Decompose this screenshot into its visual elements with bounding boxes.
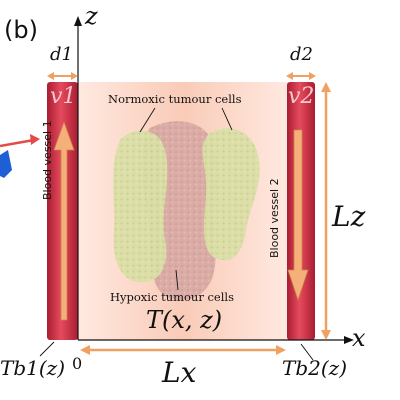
v1-label: v1 xyxy=(50,84,77,109)
tb2-leader xyxy=(300,343,314,361)
vessel1-label: Blood vessel 1 xyxy=(41,120,54,200)
lz-label: Lz xyxy=(332,200,366,233)
panel-label: (b) xyxy=(4,16,38,44)
tb1-label: Tb1(z) xyxy=(0,356,66,380)
normoxic-region-right xyxy=(202,128,260,261)
blue-block xyxy=(0,150,12,178)
hypoxic-label: Hypoxic tumour cells xyxy=(110,290,234,304)
x-axis-label: x xyxy=(352,324,366,352)
origin-label: 0 xyxy=(72,354,83,373)
vessel2-label: Blood vessel 2 xyxy=(268,178,281,258)
normoxic-label: Normoxic tumour cells xyxy=(108,92,242,106)
x-axis-arrowhead xyxy=(344,336,354,344)
z-axis-label: z xyxy=(85,2,98,30)
temperature-label: T(x, z) xyxy=(146,306,223,334)
tb2-label: Tb2(z) xyxy=(282,356,348,380)
d2-label: d2 xyxy=(290,44,313,65)
lx-label: Lx xyxy=(162,356,197,389)
normoxic-leader-right xyxy=(221,107,233,131)
hypoxic-leader xyxy=(175,269,179,291)
flow-arrow-down xyxy=(287,129,309,302)
normoxic-leader-left xyxy=(139,107,156,133)
normoxic-region-left xyxy=(113,130,168,283)
z-axis-arrowhead xyxy=(74,16,82,26)
v2-label: v2 xyxy=(288,84,315,109)
d1-label: d1 xyxy=(50,44,73,65)
tb1-leader xyxy=(39,341,55,357)
flow-arrow-up xyxy=(53,120,75,321)
inlet-arrow-line xyxy=(0,138,35,148)
inlet-arrow-head xyxy=(30,134,40,145)
